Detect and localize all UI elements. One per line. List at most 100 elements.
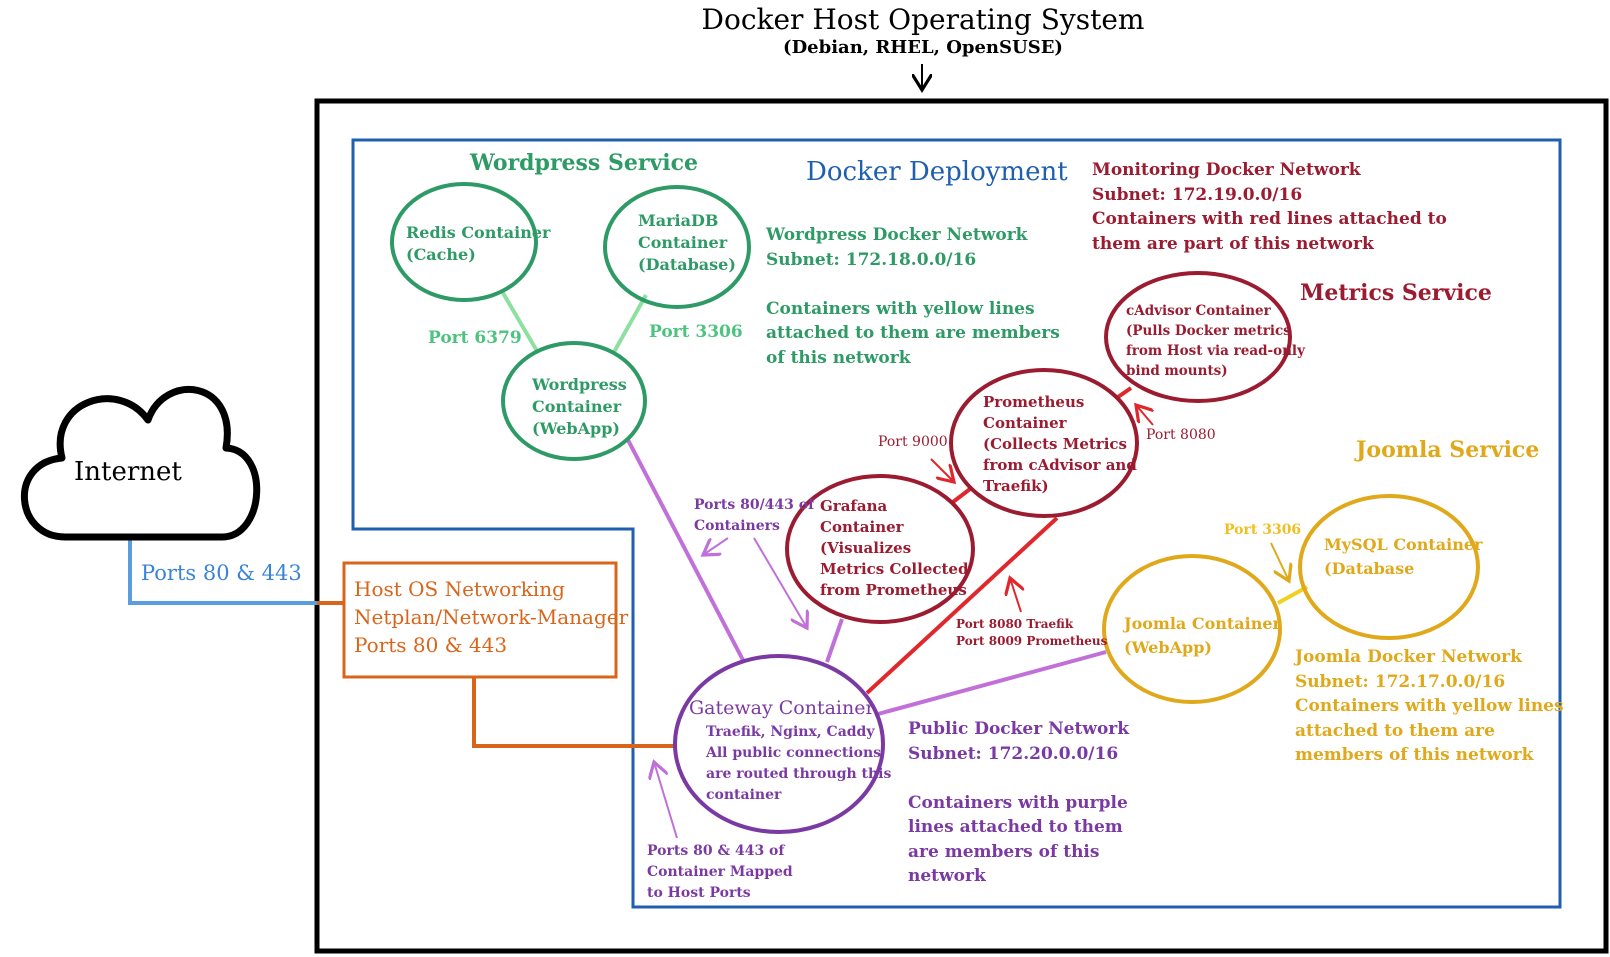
joomla-line-2: (WebApp): [1124, 638, 1212, 657]
joomla-network-label: Joomla Docker Network Subnet: 172.17.0.0…: [1295, 645, 1564, 768]
ports-mapped-line-3: to Host Ports: [647, 885, 751, 901]
joomla-network-line-4: attached to them are: [1295, 720, 1495, 741]
redis-line-1: Redis Container: [406, 223, 551, 242]
wordpress-network-line-4: Containers with yellow lines: [766, 298, 1035, 319]
public-network-line-3: [908, 766, 1129, 791]
cadvisor-container-label: cAdvisor Container (Pulls Docker metrics…: [1126, 301, 1305, 381]
public-network-line-6: are members of this: [908, 841, 1100, 862]
cadvisor-line-3: from Host via read-only: [1126, 343, 1305, 359]
joomla-gateway-link: [877, 650, 1107, 716]
host-os-box: [314, 98, 1609, 954]
wordpress-network-line-5: attached to them are members: [766, 323, 1060, 343]
redis-container-label: Redis Container (Cache): [406, 222, 550, 266]
port-3306-joomla-arrow: [1270, 542, 1289, 581]
wordpress-network-line-3: [766, 272, 1060, 297]
port-3306-joomla-label: Port 3306: [1224, 522, 1302, 538]
host-networking-line-3: Ports 80 & 443: [354, 633, 508, 657]
gateway-container-title: Gateway Container: [689, 697, 875, 719]
joomla-network-line-2: Subnet: 172.17.0.0/16: [1295, 671, 1506, 692]
prometheus-line-1: Prometheus: [983, 393, 1085, 411]
wordpress-network-line-2: Subnet: 172.18.0.0/16: [766, 249, 977, 270]
cadvisor-line-2: (Pulls Docker metrics: [1126, 323, 1291, 339]
page-title: Docker Host Operating System: [701, 3, 1145, 36]
wordpress-line-2: Container: [532, 397, 622, 416]
joomla-line-1: Joomla Container: [1124, 614, 1281, 633]
joomla-network-line-5: members of this network: [1295, 745, 1534, 765]
wordpress-container-label: Wordpress Container (WebApp): [532, 374, 627, 440]
internet-link: [128, 539, 317, 605]
mariadb-wordpress-link: [612, 294, 648, 353]
grafana-line-1: Grafana: [820, 497, 888, 515]
wordpress-line-1: Wordpress: [532, 375, 627, 394]
host-networking-line-2: Netplan/Network-Manager: [354, 605, 629, 629]
mariadb-line-1: MariaDB: [638, 211, 719, 230]
page-subtitle: (Debian, RHEL, OpenSUSE): [783, 37, 1063, 58]
port-9000-arrow: [930, 458, 954, 482]
monitoring-network-label: Monitoring Docker Network Subnet: 172.19…: [1092, 158, 1447, 256]
redis-container-node: [390, 182, 538, 302]
host-networking-box: [342, 561, 618, 679]
cadvisor-line-1: cAdvisor Container: [1126, 303, 1271, 319]
cloud-icon: [21, 385, 261, 541]
mariadb-line-3: (Database): [638, 255, 736, 274]
prometheus-line-3: (Collects Metrics: [983, 435, 1127, 453]
redis-wordpress-link: [501, 291, 539, 353]
wordpress-line-3: (WebApp): [532, 419, 620, 438]
public-network-line-5: lines attached to them: [908, 817, 1123, 837]
joomla-network-line-3: Containers with yellow lines: [1295, 696, 1564, 716]
joomla-container-label: Joomla Container (WebApp): [1124, 612, 1281, 660]
grafana-container-node: [785, 474, 975, 624]
mysql-line-2: (Database: [1324, 559, 1415, 578]
monitoring-network-line-4: them are part of this network: [1092, 233, 1374, 254]
ports-containers-line-2: Containers: [694, 518, 780, 534]
port-9000-label: Port 9000: [878, 434, 948, 450]
prometheus-line-2: Container: [983, 414, 1067, 432]
wordpress-gateway-link: [626, 439, 746, 663]
ports-containers-line-1: Ports 80/443 of: [694, 497, 815, 513]
wordpress-network-label: Wordpress Docker Network Subnet: 172.18.…: [766, 223, 1060, 370]
wordpress-service-title: Wordpress Service: [470, 150, 698, 176]
public-network-line-4: Containers with purple: [908, 792, 1128, 813]
public-network-line-7: network: [908, 866, 986, 886]
port-6379-label: Port 6379: [428, 328, 522, 348]
prometheus-cadvisor-link: [1116, 386, 1133, 399]
gateway-prometheus-link: [865, 516, 1059, 695]
wordpress-container-node: [501, 341, 647, 461]
prometheus-container-node: [949, 368, 1139, 518]
mysql-container-label: MySQL Container (Database: [1324, 533, 1482, 581]
port-traefik-arrow: [1010, 578, 1021, 613]
ports-mapped-arrow: [654, 762, 678, 839]
monitoring-network-line-1: Monitoring Docker Network: [1092, 160, 1361, 180]
gateway-container-node: [673, 654, 885, 834]
gateway-line-3: are routed through this: [706, 766, 892, 782]
mysql-line-1: MySQL Container: [1324, 535, 1483, 554]
prometheus-line-5: Traefik): [983, 477, 1049, 495]
docker-deployment-label: Docker Deployment: [806, 157, 1068, 187]
grafana-line-5: from Prometheus: [820, 581, 967, 599]
prometheus-line-4: from cAdvisor and: [983, 456, 1137, 474]
port-traefik-prometheus-label: Port 8080 Traefik Port 8009 Prometheus: [956, 616, 1107, 650]
redis-line-2: (Cache): [406, 245, 476, 264]
mariadb-container-node: [603, 185, 751, 309]
port-traefik-line-2: Port 8009 Prometheus: [956, 634, 1108, 648]
host-gateway-link: [472, 677, 676, 748]
gateway-container-details: Traefik, Nginx, Caddy All public connect…: [706, 722, 891, 806]
joomla-network-line-1: Joomla Docker Network: [1295, 647, 1522, 667]
grafana-line-3: (Visualizes: [820, 539, 912, 557]
cadvisor-container-node: [1104, 271, 1292, 403]
gateway-line-1: Traefik, Nginx, Caddy: [706, 724, 875, 740]
wordpress-network-line-1: Wordpress Docker Network: [766, 225, 1028, 245]
gateway-line-4: container: [706, 787, 782, 803]
gateway-line-2: All public connections: [706, 745, 881, 761]
mariadb-container-label: MariaDB Container (Database): [638, 210, 736, 276]
joomla-container-node: [1102, 554, 1282, 704]
public-network-line-1: Public Docker Network: [908, 719, 1130, 739]
port-3306-wordpress-label: Port 3306: [649, 322, 743, 342]
joomla-service-title: Joomla Service: [1356, 437, 1540, 463]
monitoring-network-line-3: Containers with red lines attached to: [1092, 209, 1447, 229]
port-8080-label: Port 8080: [1146, 427, 1216, 443]
grafana-line-2: Container: [820, 518, 904, 536]
ports-mapped-label: Ports 80 & 443 of Container Mapped to Ho…: [647, 841, 793, 904]
